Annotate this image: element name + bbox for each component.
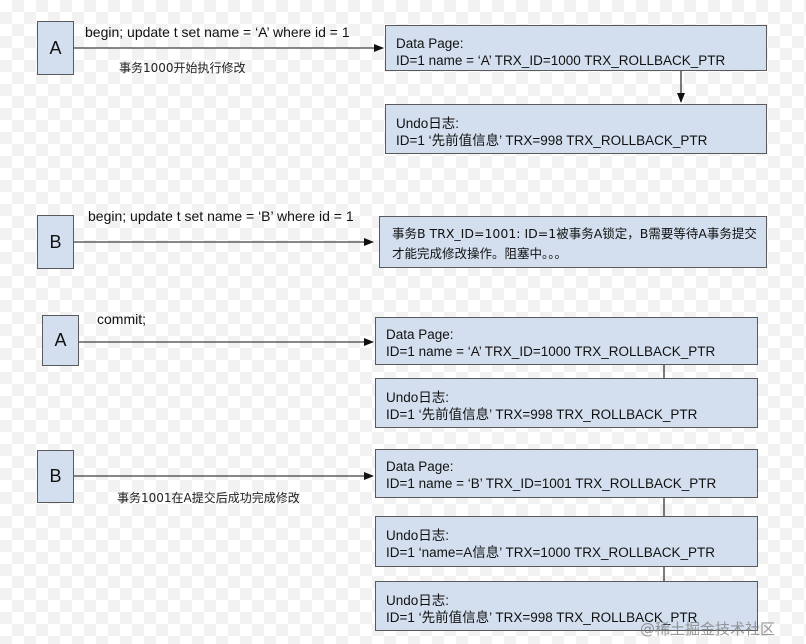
actor-b-box: B [37, 450, 74, 503]
undo-log-box: Undo日志: ID=1 ‘先前值信息’ TRX=998 TRX_ROLLBAC… [375, 378, 758, 428]
data-page-box: Data Page: ID=1 name = ‘A’ TRX_ID=1000 T… [375, 317, 758, 365]
undo-log-row: ID=1 ‘先前值信息’ TRX=998 TRX_ROLLBACK_PTR [386, 610, 698, 625]
undo-log-box: Undo日志: ID=1 ‘name=A信息’ TRX=1000 TRX_ROL… [375, 516, 758, 567]
data-page-title: Data Page: [386, 327, 454, 342]
undo-log-title: Undo日志: [386, 528, 450, 543]
data-page-box: Data Page: ID=1 name = ‘A’ TRX_ID=1000 T… [385, 25, 767, 71]
caption: 事务1000开始执行修改 [119, 61, 246, 75]
undo-log-title: Undo日志: [396, 116, 460, 131]
caption: 事务1001在A提交后成功完成修改 [117, 491, 300, 505]
undo-log-title: Undo日志: [386, 593, 450, 608]
blocked-note-text: 事务B TRX_ID=1001: ID=1被事务A锁定，B需要等待A事务提交才能… [392, 226, 757, 261]
sql-statement: commit; [97, 311, 146, 327]
data-page-title: Data Page: [396, 36, 464, 51]
undo-log-row: ID=1 ‘name=A信息’ TRX=1000 TRX_ROLLBACK_PT… [386, 545, 716, 560]
actor-label: A [49, 37, 62, 58]
sql-statement: begin; update t set name = ‘B’ where id … [88, 208, 354, 224]
actor-b-box: B [37, 215, 74, 269]
undo-log-row: ID=1 ‘先前值信息’ TRX=998 TRX_ROLLBACK_PTR [386, 407, 698, 422]
data-page-row: ID=1 name = ‘A’ TRX_ID=1000 TRX_ROLLBACK… [396, 53, 726, 68]
sql-statement: begin; update t set name = ‘A’ where id … [85, 24, 350, 40]
undo-log-title: Undo日志: [386, 390, 450, 405]
blocked-note-box: 事务B TRX_ID=1001: ID=1被事务A锁定，B需要等待A事务提交才能… [379, 216, 767, 268]
actor-label: B [49, 231, 62, 252]
undo-log-box: Undo日志: ID=1 ‘先前值信息’ TRX=998 TRX_ROLLBAC… [385, 104, 767, 154]
actor-a-box: A [37, 21, 74, 75]
actor-label: A [54, 330, 67, 350]
data-page-box: Data Page: ID=1 name = ‘B’ TRX_ID=1001 T… [375, 449, 758, 498]
actor-label: B [49, 466, 62, 486]
undo-log-box: Undo日志: ID=1 ‘先前值信息’ TRX=998 TRX_ROLLBAC… [375, 581, 758, 631]
data-page-row: ID=1 name = ‘B’ TRX_ID=1001 TRX_ROLLBACK… [386, 476, 717, 491]
undo-log-row: ID=1 ‘先前值信息’ TRX=998 TRX_ROLLBACK_PTR [396, 133, 708, 148]
watermark: @稀土掘金技术社区 [640, 620, 776, 638]
data-page-title: Data Page: [386, 459, 454, 474]
actor-a-box: A [42, 315, 79, 366]
data-page-row: ID=1 name = ‘A’ TRX_ID=1000 TRX_ROLLBACK… [386, 344, 716, 359]
